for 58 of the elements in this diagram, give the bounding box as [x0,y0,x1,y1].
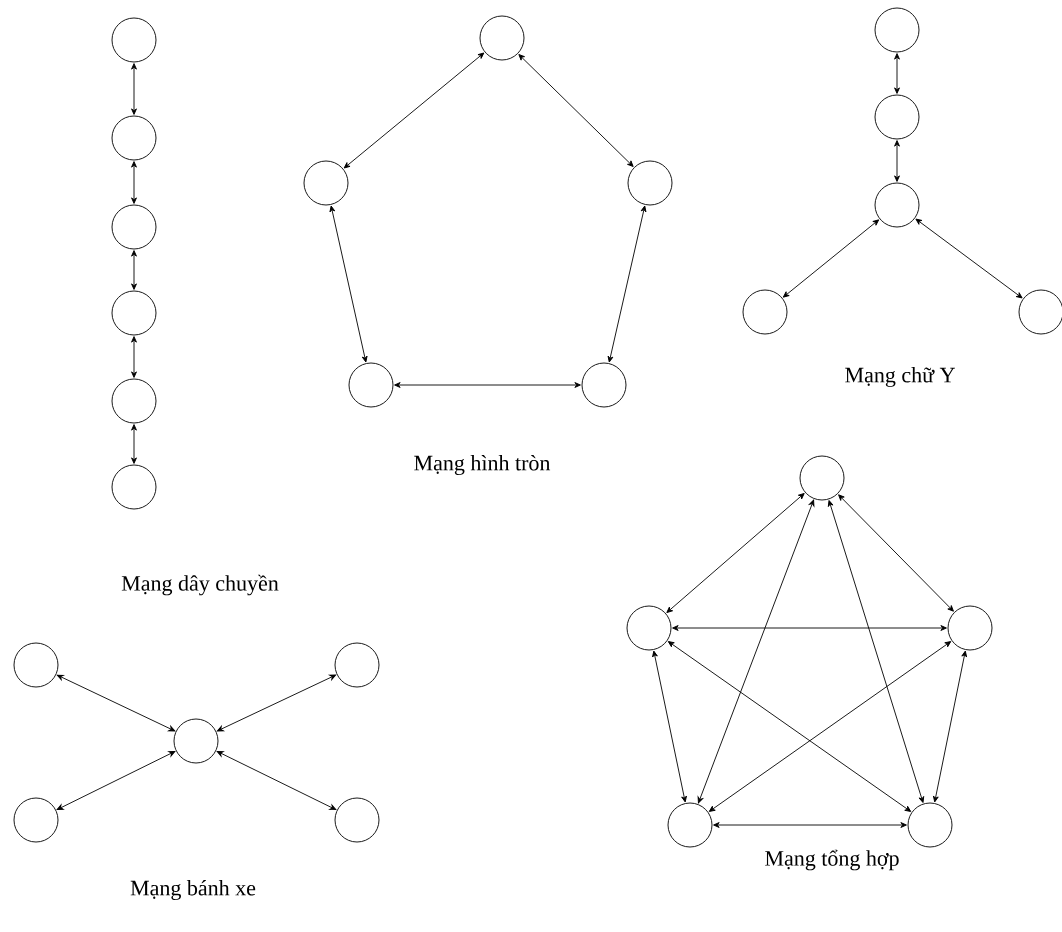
arrow [216,750,337,811]
arrow [56,674,176,732]
caption: Mạng dây chuyền [121,574,279,596]
caption: Mạng hình tròn [414,454,551,476]
caption: Mạng chữ Y [845,367,955,387]
circle-node [581,362,627,408]
arrow [915,218,1023,299]
arrow [131,424,137,464]
arrow [827,500,925,803]
circle-node [303,160,349,206]
circle-node [111,378,157,424]
arrow [216,674,337,732]
circle-node [667,802,713,848]
arrow [666,493,805,614]
arrow [329,205,368,363]
circle-node [627,160,673,206]
circle-node [907,802,953,848]
circle-node [874,94,920,140]
arrow [518,54,634,167]
caption: Mạng bánh xe [130,880,256,901]
arrow [607,205,647,363]
arrow [652,650,687,803]
circle-node [111,17,157,63]
circle-node [111,290,157,336]
arrow [894,53,900,94]
arrow [838,494,954,612]
circle-node [874,182,920,228]
circle-node [799,455,845,501]
arrow [56,751,176,811]
circle-node [13,797,59,843]
circle-node [874,7,920,53]
circle-node [334,642,380,688]
arrow [667,641,912,812]
arrow [708,641,952,812]
circle-node [334,797,380,843]
arrow [394,382,581,388]
arrow [343,52,485,169]
circle-node [111,204,157,250]
arrow [131,336,137,378]
arrow [672,625,947,631]
arrow [932,650,968,803]
arrow [131,161,137,204]
circle-node [479,15,525,61]
circle-node [13,642,59,688]
circle-node [348,362,394,408]
circle-node [173,718,219,764]
arrow [713,822,907,828]
arrow [131,250,137,290]
circle-node [111,115,157,161]
arrow [131,63,137,115]
circle-node [742,289,788,335]
circle-node [111,464,157,510]
caption: Mạng tổng hợp [765,849,899,871]
circle-node [947,605,993,651]
circle-node [626,605,672,651]
arrow [697,499,815,804]
arrow [894,140,900,182]
arrow [782,219,880,298]
